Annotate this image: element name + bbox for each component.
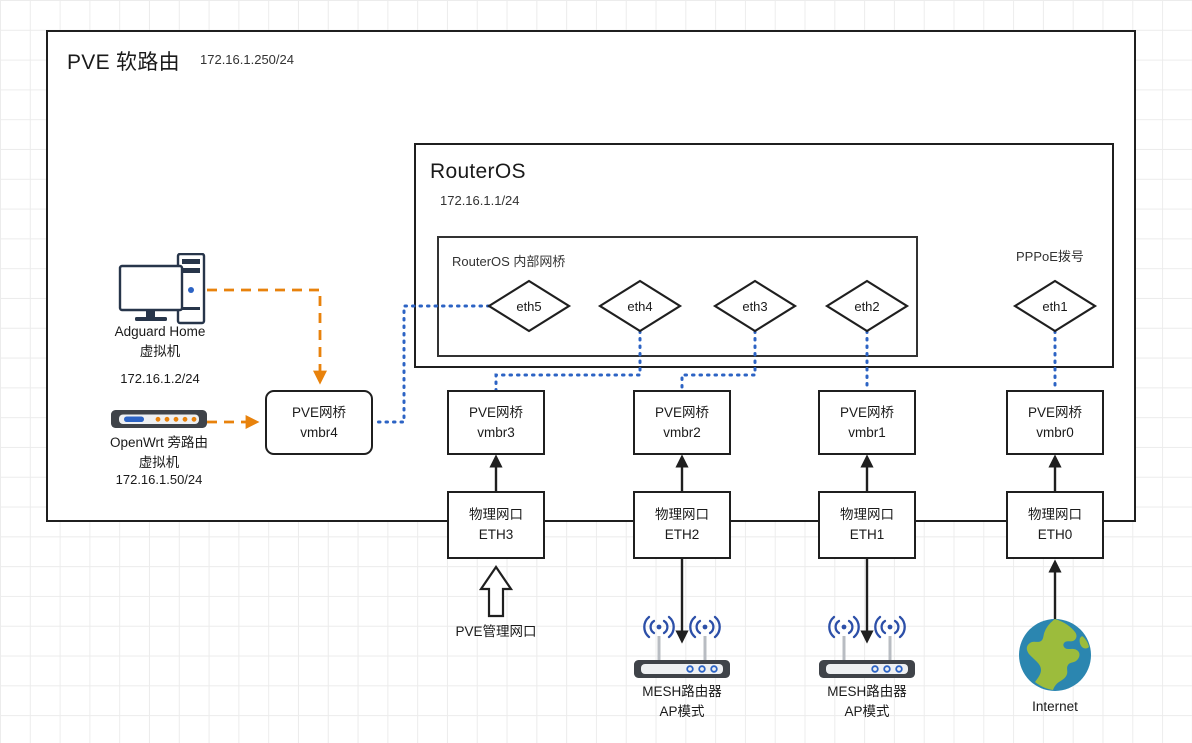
link-eth4-vmbr3 — [494, 329, 642, 392]
pppoe-label: PPPoE拨号 — [1016, 249, 1084, 264]
vmbr4-line1: PVE网桥 — [291, 404, 346, 420]
eth4-diamond-shape — [597, 279, 683, 333]
wifi-router-icon-1 — [634, 615, 730, 678]
eth1-port-line1: 物理网口 — [840, 507, 894, 523]
pve-management-port-label: PVE管理网口 — [455, 624, 537, 639]
vmbr4-line2: vmbr4 — [300, 424, 338, 440]
pve-bridge-vmbr1: PVE网桥 vmbr1 — [818, 390, 916, 455]
openwrt-caption: OpenWrt 旁路由 虚拟机 — [84, 433, 234, 472]
link-adguard-vmbr4 — [207, 288, 327, 385]
vmbr1-line2: vmbr1 — [848, 424, 886, 440]
physical-port-eth2: 物理网口 ETH2 — [633, 491, 731, 559]
pve-bridge-vmbr4: PVE网桥 vmbr4 — [265, 390, 373, 455]
eth0-port-line1: 物理网口 — [1028, 507, 1082, 523]
openwrt-line2: 虚拟机 — [138, 454, 180, 470]
physical-port-eth1: 物理网口 ETH1 — [818, 491, 916, 559]
routeros-ip: 172.16.1.1/24 — [440, 193, 520, 208]
physical-port-eth0: 物理网口 ETH0 — [1006, 491, 1104, 559]
adguard-line2: 虚拟机 — [139, 343, 181, 359]
pve-bridge-vmbr2: PVE网桥 vmbr2 — [633, 390, 731, 455]
eth3-port-line2: ETH3 — [478, 527, 514, 542]
globe-icon — [1019, 619, 1091, 691]
mesh-router-1-line2: AP模式 — [659, 703, 705, 719]
adguard-ip: 172.16.1.2/24 — [120, 371, 200, 386]
openwrt-ip: 172.16.1.50/24 — [115, 472, 203, 487]
eth2-port-line1: 物理网口 — [655, 507, 709, 523]
physical-port-eth3: 物理网口 ETH3 — [447, 491, 545, 559]
desktop-computer-icon — [118, 253, 206, 325]
vmbr3-line1: PVE网桥 — [468, 404, 523, 420]
vmbr2-line2: vmbr2 — [663, 424, 701, 440]
routeros-inner-bridge-label: RouterOS 内部网桥 — [452, 254, 566, 269]
mesh-router-1-line1: MESH路由器 — [642, 684, 722, 699]
mesh-router-2-line1: MESH路由器 — [827, 684, 907, 699]
eth3-diamond-shape — [712, 279, 798, 333]
eth2-port-line2: ETH2 — [664, 527, 700, 542]
routeros-title: RouterOS — [430, 160, 526, 183]
adguard-caption: Adguard Home 虚拟机 — [85, 322, 235, 361]
adguard-line1: Adguard Home — [114, 324, 206, 339]
vmbr3-line2: vmbr3 — [477, 424, 515, 440]
mesh-router-2-line2: AP模式 — [844, 703, 890, 719]
openwrt-line1: OpenWrt 旁路由 — [109, 435, 209, 450]
eth2-diamond-shape — [824, 279, 910, 333]
link-eth5-vmbr4 — [371, 304, 491, 424]
pve-ip: 172.16.1.250/24 — [200, 52, 294, 67]
up-arrow-outline-icon — [478, 565, 514, 618]
pve-title: PVE 软路由 — [67, 51, 180, 74]
pve-bridge-vmbr0: PVE网桥 vmbr0 — [1006, 390, 1104, 455]
mesh-router-1-caption: MESH路由器 AP模式 — [607, 682, 757, 721]
eth3-port-line1: 物理网口 — [469, 507, 523, 523]
vmbr1-line1: PVE网桥 — [839, 404, 894, 420]
wifi-router-icon-2 — [819, 615, 915, 678]
internet-caption: Internet — [1032, 699, 1078, 714]
eth1-port-line2: ETH1 — [849, 527, 885, 542]
eth5-diamond-shape — [486, 279, 572, 333]
eth1-diamond-shape — [1012, 279, 1098, 333]
router-device-icon — [111, 410, 207, 428]
pve-bridge-vmbr3: PVE网桥 vmbr3 — [447, 390, 545, 455]
vmbr2-line1: PVE网桥 — [654, 404, 709, 420]
link-eth3-vmbr2 — [680, 329, 757, 392]
vmbr0-line2: vmbr0 — [1036, 424, 1074, 440]
vmbr0-line1: PVE网桥 — [1027, 404, 1082, 420]
eth0-port-line2: ETH0 — [1037, 527, 1073, 542]
mesh-router-2-caption: MESH路由器 AP模式 — [792, 682, 942, 721]
